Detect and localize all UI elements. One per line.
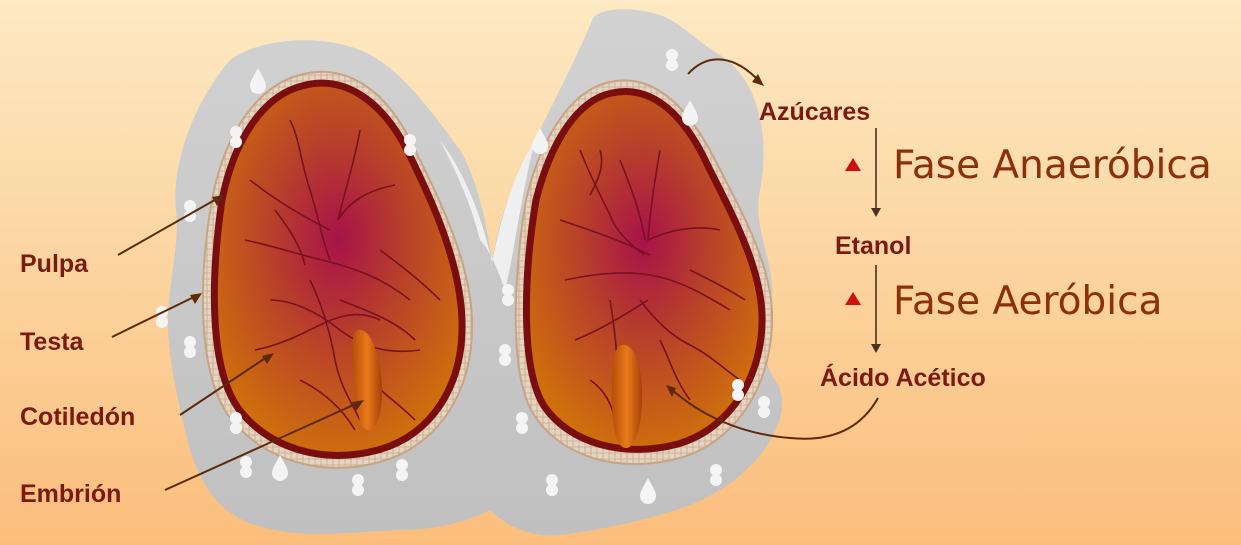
label-pulpa: Pulpa [20, 250, 88, 279]
warning-triangle-icon-2 [845, 292, 861, 305]
label-etanol: Etanol [835, 232, 911, 261]
label-fase-aerobica: Fase Aeróbica [893, 279, 1162, 324]
label-embrion: Embrión [20, 480, 121, 509]
label-fase-anaerobica: Fase Anaeróbica [893, 143, 1212, 188]
label-testa: Testa [20, 328, 83, 357]
label-cotiledon: Cotiledón [20, 403, 135, 432]
label-azucares: Azúcares [759, 98, 870, 127]
warning-triangle-icon [845, 158, 861, 171]
label-acido-acetico: Ácido Acético [820, 364, 986, 393]
